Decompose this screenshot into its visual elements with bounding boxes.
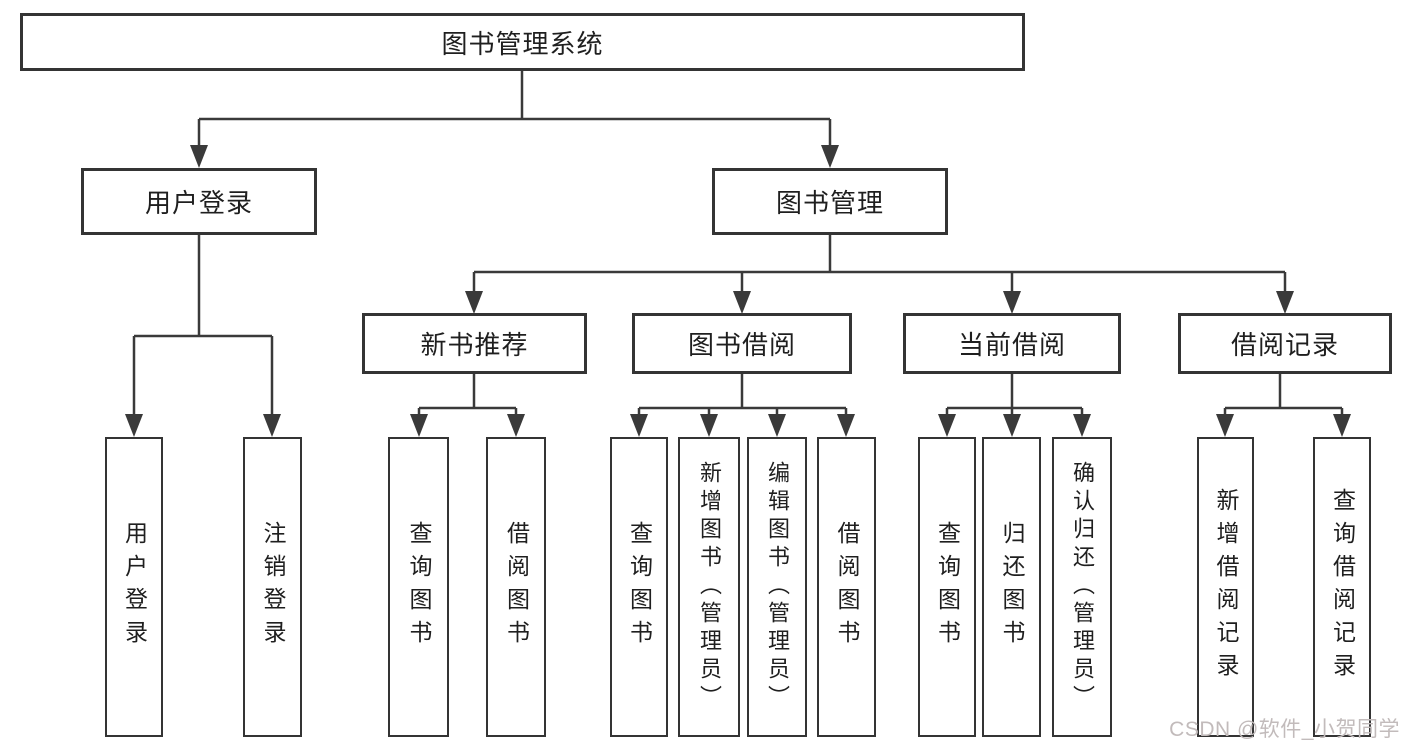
node-borrow-records: 借阅记录 — [1178, 313, 1392, 374]
leaf-borrow-borrow-label: 借阅图书 — [834, 521, 860, 653]
leaf-borrow-add: 新增图书（管理员） — [678, 437, 740, 737]
leaf-borrow-add-label: 新增图书（管理员） — [697, 461, 722, 713]
leaf-newbooks-borrow-label: 借阅图书 — [503, 521, 530, 653]
leaf-records-add-label: 新增借阅记录 — [1213, 488, 1239, 686]
node-root: 图书管理系统 — [20, 13, 1025, 71]
leaf-user-login: 用户登录 — [105, 437, 163, 737]
leaf-logout: 注销登录 — [243, 437, 302, 737]
node-root-label: 图书管理系统 — [441, 28, 604, 59]
leaf-records-query: 查询借阅记录 — [1313, 437, 1371, 737]
leaf-newbooks-query-label: 查询图书 — [406, 521, 432, 653]
leaf-borrow-edit: 编辑图书（管理员） — [747, 437, 807, 737]
leaf-borrow-query: 查询图书 — [610, 437, 668, 737]
leaf-user-login-label: 用户登录 — [121, 521, 148, 653]
leaf-borrow-edit-label: 编辑图书（管理员） — [765, 461, 790, 713]
node-current-borrow: 当前借阅 — [903, 313, 1121, 374]
leaf-current-query-label: 查询图书 — [934, 521, 961, 653]
node-new-books-label: 新书推荐 — [420, 330, 529, 360]
node-book-borrow: 图书借阅 — [632, 313, 852, 374]
leaf-current-return-label: 归还图书 — [999, 521, 1025, 653]
node-new-books: 新书推荐 — [362, 313, 587, 374]
leaf-records-query-label: 查询借阅记录 — [1329, 488, 1356, 686]
leaf-current-confirm: 确认归还（管理员） — [1052, 437, 1112, 737]
leaf-logout-label: 注销登录 — [260, 521, 286, 653]
leaf-borrow-borrow: 借阅图书 — [817, 437, 876, 737]
node-borrow-records-label: 借阅记录 — [1230, 330, 1339, 360]
node-current-borrow-label: 当前借阅 — [957, 330, 1066, 360]
leaf-current-confirm-label: 确认归还（管理员） — [1070, 461, 1095, 713]
node-book-mgmt-label: 图书管理 — [775, 188, 884, 218]
leaf-newbooks-borrow: 借阅图书 — [486, 437, 546, 737]
leaf-current-query: 查询图书 — [918, 437, 976, 737]
leaf-newbooks-query: 查询图书 — [388, 437, 449, 737]
leaf-records-add: 新增借阅记录 — [1197, 437, 1254, 737]
node-user-login: 用户登录 — [81, 168, 317, 235]
leaf-borrow-query-label: 查询图书 — [626, 521, 653, 653]
csdn-watermark: CSDN @软件_小贺同学 — [1169, 718, 1400, 741]
node-book-borrow-label: 图书借阅 — [687, 330, 796, 360]
node-book-mgmt: 图书管理 — [712, 168, 948, 235]
node-user-login-label: 用户登录 — [144, 188, 253, 218]
leaf-current-return: 归还图书 — [982, 437, 1041, 737]
